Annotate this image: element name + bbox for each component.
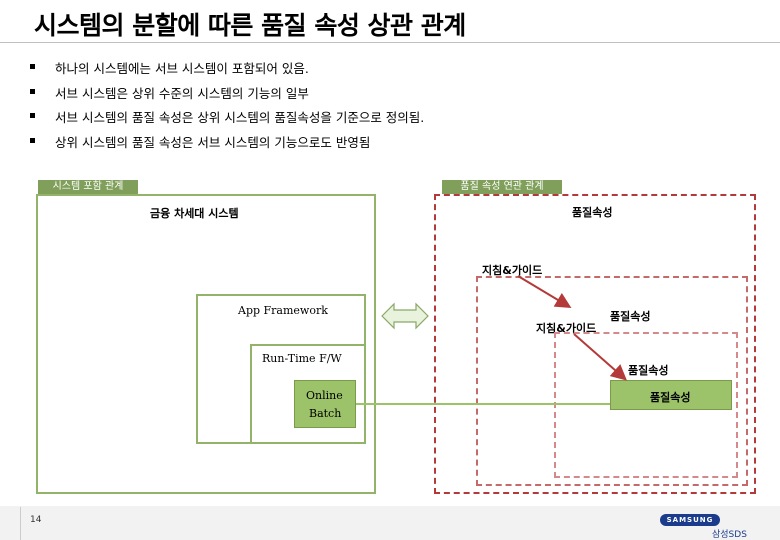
guide-mid-label: 지침&가이드 (536, 322, 597, 335)
quality-outer-box (434, 194, 756, 494)
batch-label: Batch (309, 407, 342, 420)
quality-inner-label: 품질속성 (628, 364, 669, 377)
quality-mid-box (476, 276, 748, 486)
runtime-framework-box (250, 344, 366, 444)
bullet-text: 서브 시스템의 품질 속성은 상위 시스템의 품질속성을 기준으로 정의됨. (55, 110, 425, 125)
page-number: 14 (30, 515, 42, 525)
financial-system-label: 금융 차세대 시스템 (150, 207, 239, 220)
bullet-text: 상위 시스템의 품질 속성은 서브 시스템의 기능으로도 반영됨 (55, 134, 371, 150)
bullet-square-icon (30, 137, 35, 143)
quality-mid-label: 품질속성 (610, 310, 651, 323)
footer-bar (0, 506, 780, 540)
bullet-square-icon (30, 88, 35, 94)
guide-arrow-mid (573, 333, 628, 381)
system-containment-tag: 시스템 포함 관계 (38, 180, 138, 194)
bidirectional-arrow-icon (381, 302, 429, 330)
bullet-square-icon (30, 113, 35, 118)
online-batch-box (294, 380, 356, 428)
runtime-framework-label: Run-Time F/W (262, 352, 342, 365)
footer-divider (20, 507, 21, 540)
title-divider (0, 42, 780, 43)
quality-relation-tag: 품질 속성 연관 관계 (442, 180, 562, 194)
online-label: Online (306, 389, 343, 402)
guide-top-label: 지침&가이드 (482, 264, 543, 277)
financial-system-box (36, 194, 376, 494)
samsung-logo: SAMSUNG (660, 514, 720, 526)
guide-arrow-top (517, 275, 572, 309)
page-title: 시스템의 분할에 따른 품질 속성 상관 관계 (34, 11, 466, 40)
quality-attribute-box (610, 380, 732, 410)
samsung-sds-label: 삼성SDS (712, 530, 747, 540)
bullet-square-icon (30, 64, 35, 69)
app-framework-label: App Framework (238, 304, 328, 317)
bullet-text: 하나의 시스템에는 서브 시스템이 포함되어 있음. (55, 61, 309, 76)
bullet-text: 서브 시스템은 상위 수준의 시스템의 기능의 일부 (55, 85, 309, 101)
quality-box-label: 품질속성 (650, 391, 691, 404)
quality-top-label: 품질속성 (572, 206, 613, 219)
